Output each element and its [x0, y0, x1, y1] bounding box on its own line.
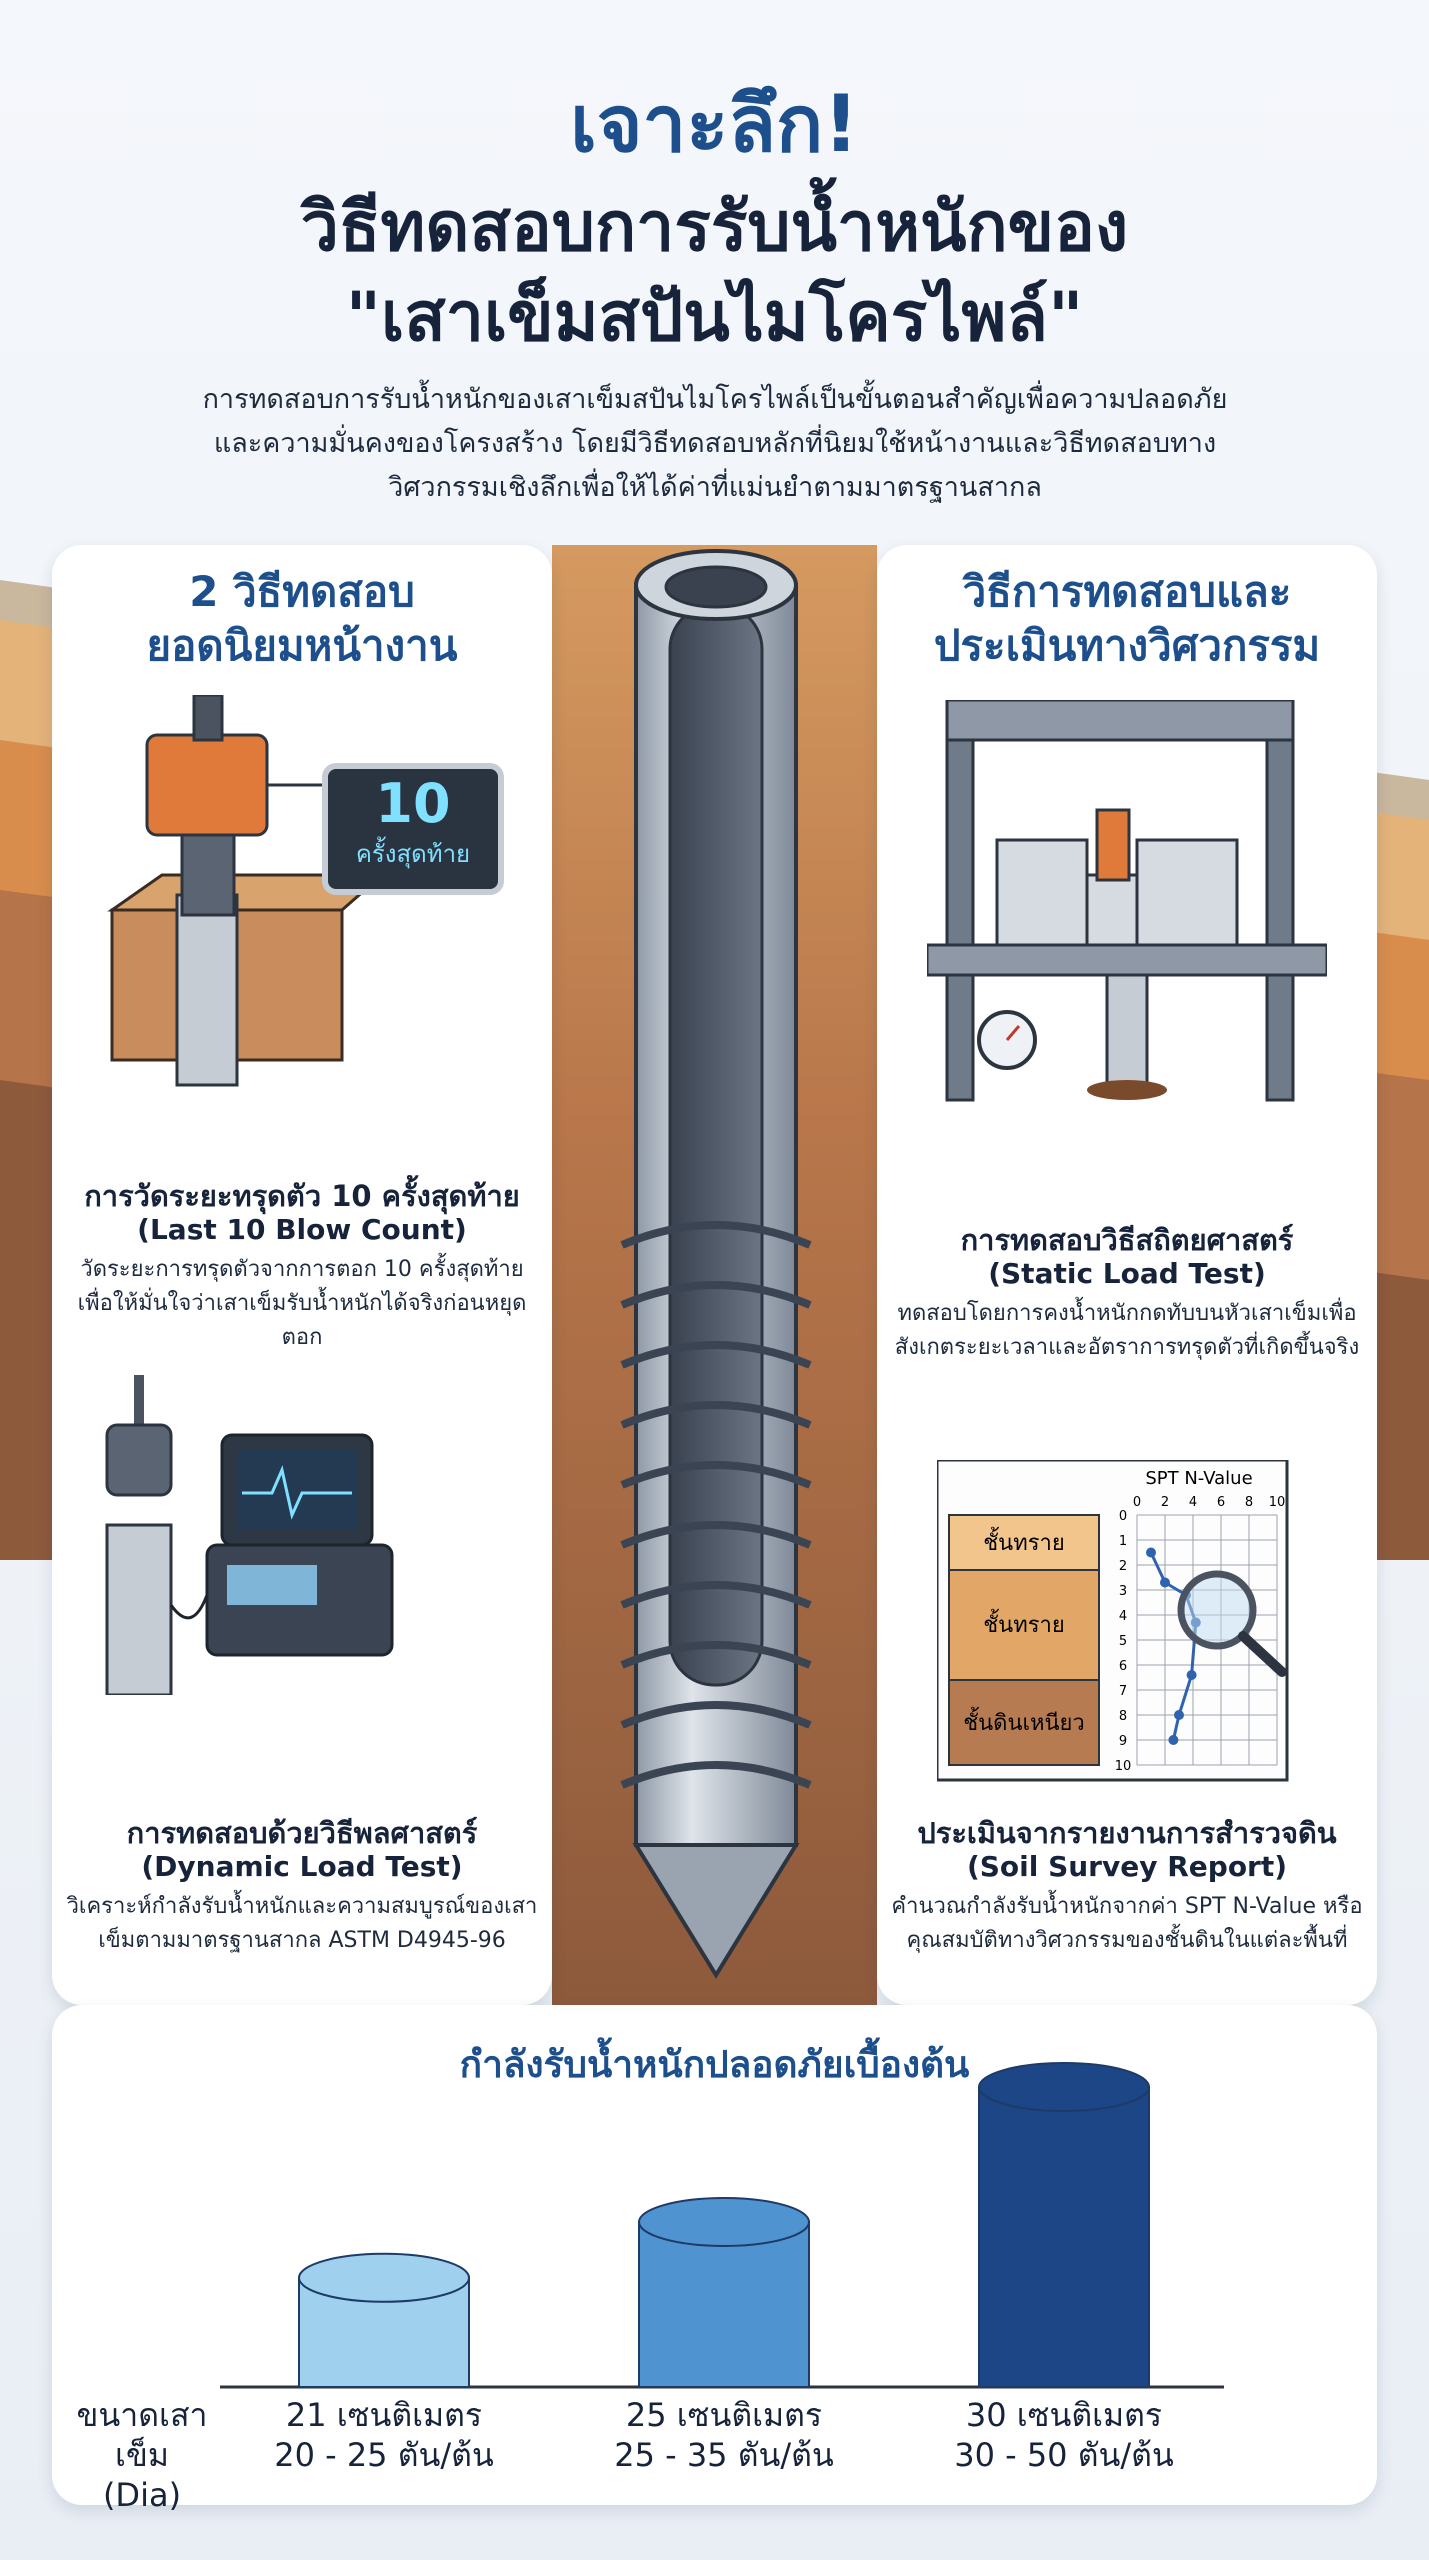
spt-y-tick: 8 — [1119, 1709, 1127, 1724]
spt-x-tick: 10 — [1269, 1495, 1286, 1510]
spt-soil-log-chart: ชั้นทราย ชั้นทราย ชั้นดินเหนียว SPT N-Va… — [937, 1460, 1289, 1782]
dynamic-test-subtitle: (Dynamic Load Test) — [141, 1850, 463, 1883]
spt-x-tick: 0 — [1133, 1495, 1141, 1510]
soil-layer-2: ชั้นทราย — [983, 1609, 1065, 1638]
spt-chart-title: SPT N-Value — [1145, 1468, 1252, 1489]
soil-survey-desc: คำนวณกำลังรับน้ำหนักจากค่า SPT N-Value ห… — [891, 1894, 1363, 1953]
static-test-subtitle: (Static Load Test) — [988, 1257, 1266, 1290]
capacity-bar-top — [298, 2252, 470, 2303]
spt-y-tick: 4 — [1119, 1609, 1127, 1624]
axis-label-line-2: (Dia) — [102, 2476, 182, 2514]
static-load-frame-icon — [927, 700, 1327, 1102]
title-line-1: เจาะลึก! — [570, 80, 859, 170]
dynamic-test-analyzer-icon — [105, 1375, 394, 1695]
soil-survey-title: ประเมินจากรายงานการสำรวจดิน — [917, 1816, 1337, 1850]
spt-x-tick: 6 — [1217, 1495, 1225, 1510]
spt-point — [1186, 1670, 1197, 1680]
right-panel-heading-2: ประเมินทางวิศวกรรม — [933, 621, 1321, 670]
soil-layer-3: ชั้นดินเหนียว — [963, 1707, 1085, 1736]
spt-y-tick: 3 — [1119, 1584, 1127, 1599]
bar-diameter: 30 เซนติเมตร — [965, 2396, 1163, 2434]
spt-y-tick: 2 — [1119, 1559, 1127, 1574]
left-panel-popular-tests: 2 วิธีทดสอบ ยอดนิยมหน้างาน 10 ครั้งสุดท้… — [52, 545, 552, 2005]
soil-survey-subtitle: (Soil Survey Report) — [966, 1850, 1288, 1883]
axis-label-line-1: ขนาดเสาเข็ม — [76, 2396, 208, 2474]
spun-micropile-icon — [620, 549, 812, 1979]
intro-paragraph: การทดสอบการรับน้ำหนักของเสาเข็มสปันไมโคร… — [202, 384, 1228, 503]
bar-capacity-range: 20 - 25 ตัน/ต้น — [274, 2436, 494, 2474]
spt-y-tick: 1 — [1119, 1534, 1127, 1549]
capacity-bar-top — [638, 2197, 810, 2247]
last-10-blow-title: การวัดระยะทรุดตัว 10 ครั้งสุดท้าย — [84, 1179, 520, 1213]
right-panel-engineering-tests: วิธีการทดสอบและ ประเมินทางวิศวกรรม การทด… — [877, 545, 1377, 2005]
capacity-chart-panel: กำลังรับน้ำหนักปลอดภัยเบื้องต้น ขนาดเสาเ… — [52, 2005, 1377, 2514]
title-line-3: "เสาเข็มสปันไมโครไพล์" — [345, 278, 1084, 357]
soil-layer-1: ชั้นทราย — [983, 1527, 1065, 1556]
spt-y-tick: 7 — [1119, 1684, 1127, 1699]
spt-x-tick: 8 — [1245, 1495, 1253, 1510]
pile-driving-hammer-icon — [107, 695, 382, 1087]
bar-capacity-range: 30 - 50 ตัน/ต้น — [954, 2436, 1174, 2474]
capacity-bar-top — [978, 2062, 1150, 2112]
capacity-bar-chart — [220, 2062, 1224, 2389]
spt-y-tick: 10 — [1115, 1759, 1132, 1774]
spt-y-tick: 5 — [1119, 1634, 1127, 1649]
last-10-blow-subtitle: (Last 10 Blow Count) — [137, 1213, 467, 1246]
dynamic-test-desc: วิเคราะห์กำลังรับน้ำหนักและความสมบูรณ์ขอ… — [66, 1894, 538, 1953]
bar-diameter: 21 เซนติเมตร — [285, 2396, 483, 2434]
spt-point — [1160, 1577, 1170, 1588]
left-panel-heading-1: 2 วิธีทดสอบ — [189, 567, 415, 616]
capacity-bar — [978, 2086, 1150, 2388]
axis-label: ขนาดเสาเข็ม (Dia) — [52, 2395, 232, 2515]
left-panel-heading-2: ยอดนิยมหน้างาน — [146, 621, 458, 670]
static-test-desc: ทดสอบโดยการคงน้ำหนักกดทับบนหัวเสาเข็มเพื… — [894, 1301, 1360, 1360]
bar-capacity-range: 25 - 35 ตัน/ต้น — [614, 2436, 834, 2474]
blow-count-value: 10 — [375, 772, 451, 835]
capacity-bar — [638, 2221, 810, 2388]
spt-y-tick: 9 — [1119, 1734, 1127, 1749]
spt-point — [1168, 1735, 1179, 1745]
blow-count-caption: ครั้งสุดท้าย — [355, 840, 471, 868]
spt-y-tick: 0 — [1119, 1509, 1127, 1524]
title-line-2: วิธีทดสอบการรับน้ำหนักของ — [300, 188, 1129, 267]
spt-x-tick: 2 — [1161, 1495, 1169, 1510]
spt-y-tick: 6 — [1119, 1659, 1127, 1674]
last-10-blow-desc: วัดระยะการทรุดตัวจากการตอก 10 ครั้งสุดท้… — [77, 1257, 527, 1350]
static-test-title: การทดสอบวิธีสถิตยศาสตร์ — [960, 1223, 1294, 1257]
chart-title: กำลังรับน้ำหนักปลอดภัยเบื้องต้น — [459, 2043, 970, 2086]
spt-point — [1146, 1547, 1156, 1558]
blow-count-display: 10 ครั้งสุดท้าย — [322, 763, 504, 895]
spt-point — [1174, 1710, 1184, 1720]
dynamic-test-title: การทดสอบด้วยวิธีพลศาสตร์ — [126, 1816, 478, 1850]
spt-x-tick: 4 — [1189, 1495, 1197, 1510]
right-panel-heading-1: วิธีการทดสอบและ — [962, 567, 1292, 616]
bar-diameter: 25 เซนติเมตร — [625, 2396, 823, 2434]
